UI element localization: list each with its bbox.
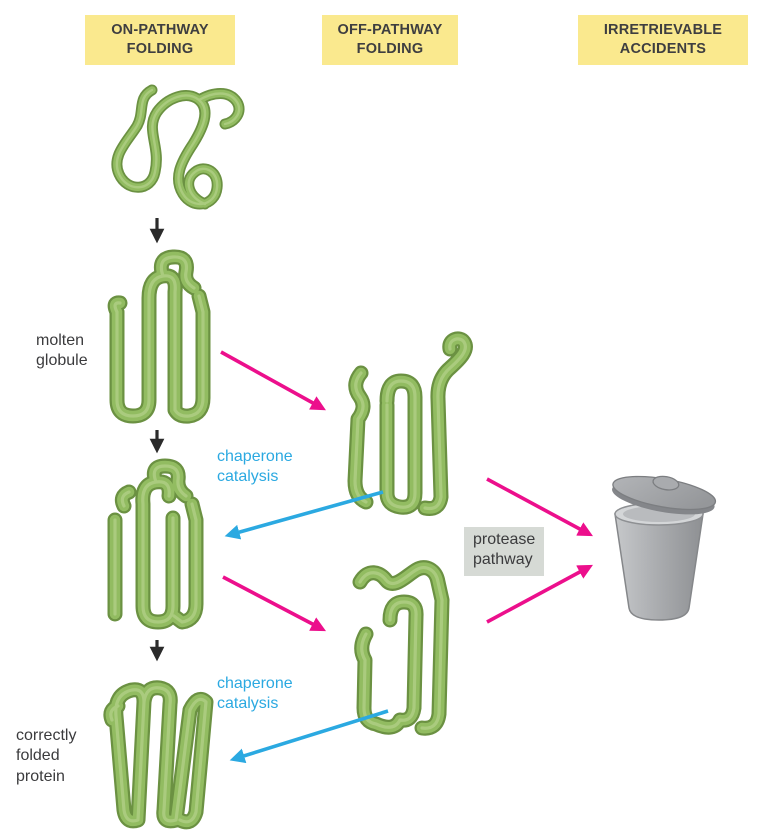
protease-pathway-label: protease pathway xyxy=(464,527,545,576)
header-off-pathway-folding: OFF-PATHWAY FOLDING xyxy=(322,15,458,65)
off-pathway-intermediate-1-structure xyxy=(355,339,465,509)
header-on-pathway-folding: ON-PATHWAY FOLDING xyxy=(85,15,235,65)
chaperone-catalysis-label-1: chaperone catalysis xyxy=(217,448,293,486)
molten-globule-structure xyxy=(115,257,203,416)
correctly-folded-protein-label: correctly folded protein xyxy=(16,727,77,785)
correctly-folded-protein-structure xyxy=(111,688,206,822)
off-pathway-arrow-1 xyxy=(220,350,326,411)
trash-can-icon xyxy=(612,475,717,621)
off-pathway-arrow-2 xyxy=(222,575,327,632)
header-irretrievable-accidents: IRRETRIEVABLE ACCIDENTS xyxy=(578,15,748,65)
protease-arrow-2 xyxy=(486,564,593,624)
molten-globule-label: molten globule xyxy=(36,332,88,370)
chaperone-catalysis-label-2: chaperone catalysis xyxy=(217,675,293,713)
chaperone-arrow-1 xyxy=(224,490,384,540)
chaperone-arrow-2 xyxy=(229,709,389,764)
unfolded-protein xyxy=(117,90,239,204)
folding-intermediate-structure xyxy=(115,466,196,622)
off-pathway-intermediate-2-structure xyxy=(360,568,442,729)
protease-arrow-1 xyxy=(486,477,593,537)
